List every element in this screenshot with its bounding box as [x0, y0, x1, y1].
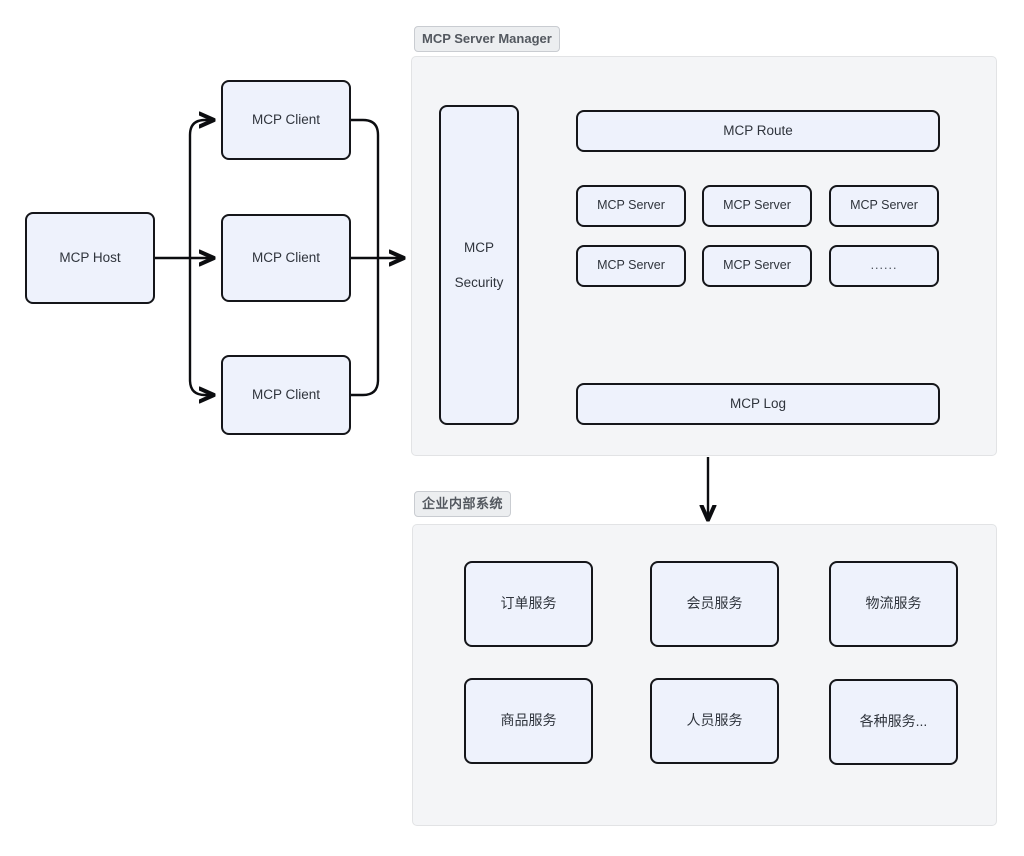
node-mcp-server-2[interactable]: MCP Server: [702, 185, 812, 227]
node-mcp-client-3[interactable]: MCP Client: [221, 355, 351, 435]
node-mcp-server-4[interactable]: MCP Server: [576, 245, 686, 287]
node-mcp-server-more[interactable]: ......: [829, 245, 939, 287]
node-service-staff[interactable]: 人员服务: [650, 678, 779, 764]
node-service-product[interactable]: 商品服务: [464, 678, 593, 764]
node-mcp-security-line2: Security: [454, 275, 504, 290]
edge-bus-to-client-3: [188, 258, 214, 395]
node-mcp-client-2[interactable]: MCP Client: [221, 214, 351, 302]
group-label-server-manager: MCP Server Manager: [414, 26, 560, 52]
node-service-misc[interactable]: 各种服务...: [829, 679, 958, 765]
node-mcp-route[interactable]: MCP Route: [576, 110, 940, 152]
node-service-member[interactable]: 会员服务: [650, 561, 779, 647]
node-mcp-server-1[interactable]: MCP Server: [576, 185, 686, 227]
node-mcp-security[interactable]: MCP Security: [439, 105, 519, 425]
node-mcp-security-line1: MCP: [464, 239, 494, 255]
edge-client-1-to-bus: [351, 118, 380, 258]
group-label-enterprise: 企业内部系统: [414, 491, 512, 517]
edge-client-3-to-bus: [351, 258, 380, 397]
node-mcp-log[interactable]: MCP Log: [576, 383, 940, 425]
node-mcp-host[interactable]: MCP Host: [25, 212, 155, 304]
node-service-order[interactable]: 订单服务: [464, 561, 593, 647]
node-mcp-server-5[interactable]: MCP Server: [702, 245, 812, 287]
node-mcp-server-3[interactable]: MCP Server: [829, 185, 939, 227]
node-service-logistics[interactable]: 物流服务: [829, 561, 958, 647]
edge-bus-to-client-1: [188, 120, 214, 258]
node-mcp-client-1[interactable]: MCP Client: [221, 80, 351, 160]
